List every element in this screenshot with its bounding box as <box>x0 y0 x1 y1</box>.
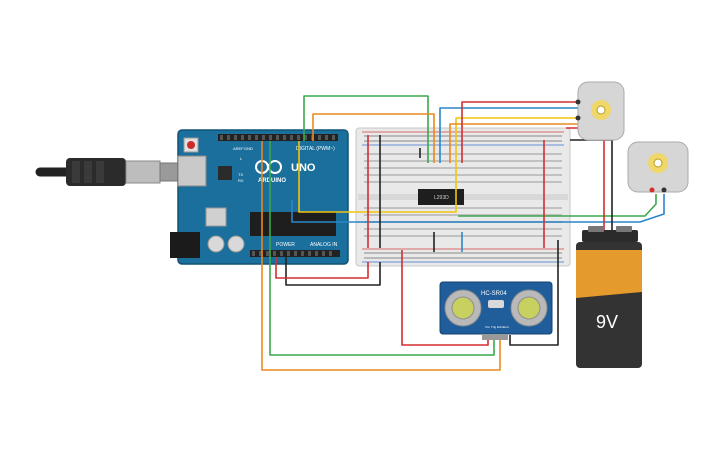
sensor-pin-trig: Trig <box>491 325 496 329</box>
battery-label: 9V <box>596 312 618 332</box>
led-tx-label: TX <box>238 172 243 177</box>
analog-header-label: ANALOG IN <box>310 242 338 248</box>
ultrasonic-sensor[interactable]: HC-SR04 Vcc Trig Echo Gnd <box>439 281 553 340</box>
l293d-chip[interactable] <box>418 189 464 205</box>
sensor-pin-vcc: Vcc <box>485 325 491 329</box>
wires <box>261 95 665 371</box>
sensor-pin-gnd: Gnd <box>503 325 509 329</box>
led-rx-label: RX <box>238 178 244 183</box>
aref-label: AREF <box>233 146 244 151</box>
gnd-label: GND <box>244 146 253 151</box>
dc-motor-2[interactable] <box>627 141 689 193</box>
driver-chip-label: L293D <box>434 195 449 201</box>
board-brand: ARDUINO <box>258 178 286 184</box>
dc-motor-1[interactable] <box>575 81 625 141</box>
sensor-label: HC-SR04 <box>481 291 507 297</box>
battery-9v[interactable]: 9V <box>576 226 642 368</box>
reset-button[interactable] <box>187 141 195 149</box>
sensor-pin-echo: Echo <box>497 325 504 329</box>
led-l-label: L <box>240 156 243 161</box>
usb-cable[interactable] <box>35 158 181 186</box>
breadboard[interactable]: L293D <box>355 127 571 267</box>
board-model: UNO <box>291 162 316 174</box>
power-header-label: POWER <box>276 242 295 248</box>
digital-header-label: DIGITAL (PWM~) <box>296 146 335 152</box>
arduino-uno-board[interactable]: ARDUINO UNO DIGITAL (PWM~) AREF GND TX R… <box>170 129 349 265</box>
